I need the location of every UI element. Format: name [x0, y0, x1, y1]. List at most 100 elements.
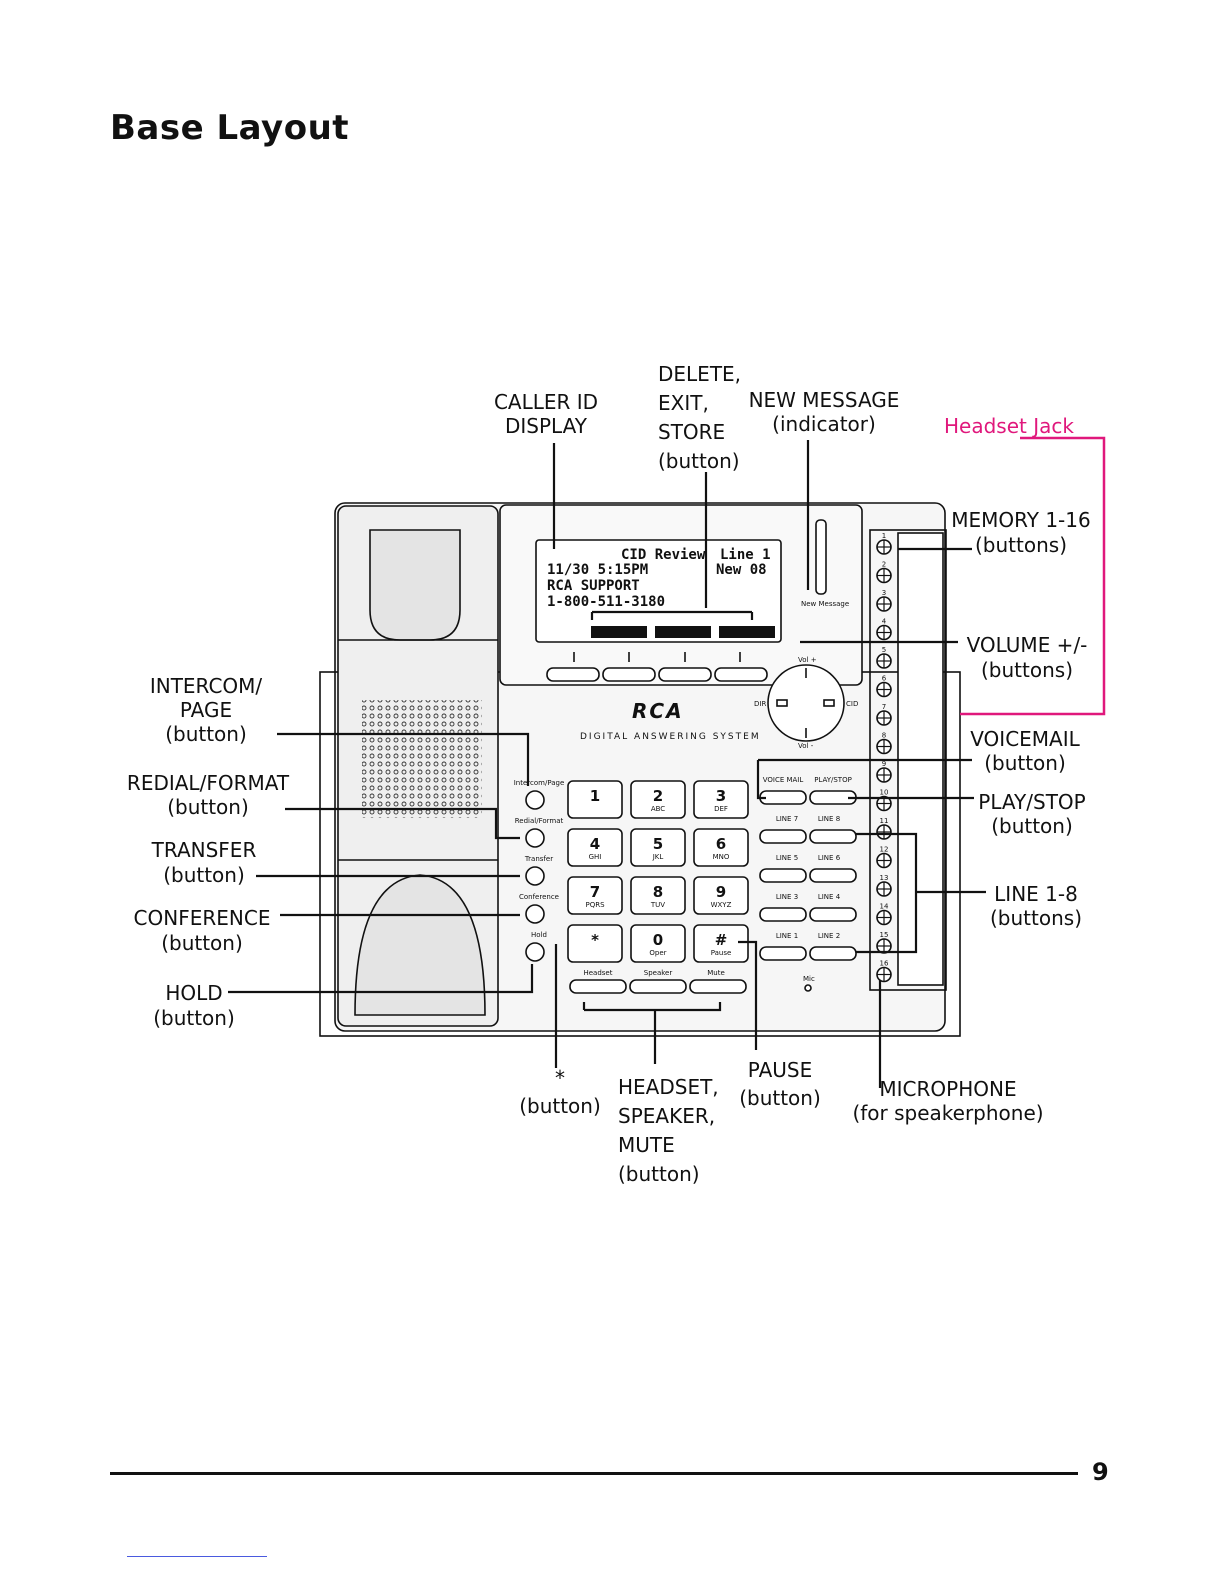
memory-button-number: 13 [880, 874, 889, 882]
callout-headset-speaker-mute: (button) [618, 1162, 700, 1186]
line-7-button[interactable] [759, 829, 807, 844]
keypad-key[interactable] [630, 828, 686, 867]
new-message-label: New Message [801, 600, 849, 608]
memory-button-number: 4 [882, 618, 887, 626]
softkey-1[interactable] [546, 667, 600, 682]
softkey-3[interactable] [658, 667, 712, 682]
callout-headset-speaker-mute: MUTE [618, 1133, 675, 1157]
keypad-key-number: * [591, 931, 599, 949]
line-4-button[interactable] [809, 907, 857, 922]
memory-button[interactable] [876, 653, 892, 669]
line-8-button[interactable] [809, 829, 857, 844]
dir-label: DIR [754, 700, 766, 708]
left-button-label: Intercom/Page [514, 779, 565, 787]
bottom-button-label: Headset [583, 969, 612, 977]
callout-transfer: (button) [163, 863, 245, 887]
memory-button[interactable] [876, 738, 892, 755]
brand-logo: RCA [632, 699, 684, 723]
memory-button[interactable] [876, 767, 892, 783]
softkey-tab-1 [591, 626, 647, 638]
line-1-button[interactable] [759, 946, 807, 961]
callout-new-message: NEW MESSAGE [749, 388, 900, 412]
line-3-button[interactable] [759, 907, 807, 922]
callout-conference: (button) [161, 931, 243, 955]
page-number: 9 [1092, 1458, 1109, 1486]
memory-button-number: 3 [882, 589, 886, 597]
keypad-key-letters: DEF [714, 805, 728, 813]
memory-button[interactable] [876, 824, 892, 840]
intercom-page-button[interactable] [525, 790, 545, 810]
memory-button-number: 8 [882, 732, 886, 740]
microphone [804, 984, 812, 992]
vol-plus-label: Vol + [798, 656, 817, 664]
voicemail-button[interactable] [759, 790, 807, 805]
headset-jack-leader [960, 436, 1106, 716]
memory-button[interactable] [876, 852, 892, 869]
callout-conference: CONFERENCE [134, 906, 271, 930]
memory-button[interactable] [876, 596, 892, 612]
keypad-key[interactable] [630, 924, 686, 963]
callout-hold: (button) [153, 1006, 235, 1030]
brand-subtitle: DIGITAL ANSWERING SYSTEM [580, 732, 761, 742]
softkey-2[interactable] [602, 667, 656, 682]
keypad-key[interactable] [630, 876, 686, 915]
transfer-button[interactable] [525, 866, 545, 886]
memory-button-number: 10 [880, 789, 889, 797]
keypad-key[interactable] [693, 924, 749, 963]
hold-button[interactable] [525, 942, 545, 962]
callout-headset-speaker-mute: HEADSET, [618, 1075, 719, 1099]
keypad-key[interactable] [567, 924, 623, 963]
callout-star: * [555, 1066, 565, 1090]
callout-volume: (buttons) [981, 658, 1073, 682]
callout-new-message: (indicator) [772, 412, 876, 436]
memory-button[interactable] [876, 938, 892, 954]
keypad-key[interactable] [693, 780, 749, 819]
callout-star: (button) [519, 1094, 601, 1118]
bottom-button-label: Speaker [644, 969, 673, 977]
keypad-key[interactable] [567, 828, 623, 867]
keypad-key[interactable] [630, 780, 686, 819]
memory-button-number: 7 [882, 703, 886, 711]
voicemail-label: VOICE MAIL [763, 776, 804, 784]
cid-label: CID [846, 700, 858, 708]
line-label: LINE 4 [818, 893, 841, 901]
memory-button[interactable] [876, 539, 892, 555]
callout-volume: VOLUME +/- [967, 633, 1088, 657]
line-5-button[interactable] [759, 868, 807, 883]
memory-button[interactable] [876, 909, 892, 926]
mute-button[interactable] [689, 979, 747, 994]
memory-button[interactable] [876, 624, 892, 641]
keypad-key-number: 2 [653, 787, 663, 805]
line-label: LINE 1 [776, 932, 798, 940]
headset-button[interactable] [569, 979, 627, 994]
memory-button[interactable] [876, 567, 892, 584]
callout-headset-speaker-mute: SPEAKER, [618, 1104, 715, 1128]
memory-button[interactable] [876, 710, 892, 726]
memory-button-number: 15 [880, 931, 889, 939]
keypad-key[interactable] [693, 876, 749, 915]
callout-delete-exit-store: (button) [658, 449, 740, 473]
memory-button[interactable] [876, 966, 892, 983]
softkey-4[interactable] [714, 667, 768, 682]
callout-headset-jack: Headset Jack [944, 414, 1074, 438]
speaker-button[interactable] [629, 979, 687, 994]
memory-button[interactable] [876, 881, 892, 897]
memory-button[interactable] [876, 681, 892, 698]
line-2-button[interactable] [809, 946, 857, 961]
conference-button[interactable] [525, 904, 545, 924]
keypad-key-number: 4 [590, 835, 600, 853]
keypad-key[interactable] [567, 780, 623, 819]
line-6-button[interactable] [809, 868, 857, 883]
keypad-key-number: 3 [716, 787, 726, 805]
keypad-key[interactable] [567, 876, 623, 915]
redial-format-button[interactable] [525, 828, 545, 848]
keypad-key-number: 9 [716, 883, 726, 901]
lcd-header-right: Line 1 [720, 547, 771, 563]
keypad-key-number: 7 [590, 883, 600, 901]
keypad-key-number: 6 [716, 835, 726, 853]
keypad-key-letters: GHI [589, 853, 602, 861]
volume-navigation-wheel[interactable] [767, 664, 845, 742]
callout-intercom: INTERCOM/ [150, 674, 263, 698]
keypad-key[interactable] [693, 828, 749, 867]
